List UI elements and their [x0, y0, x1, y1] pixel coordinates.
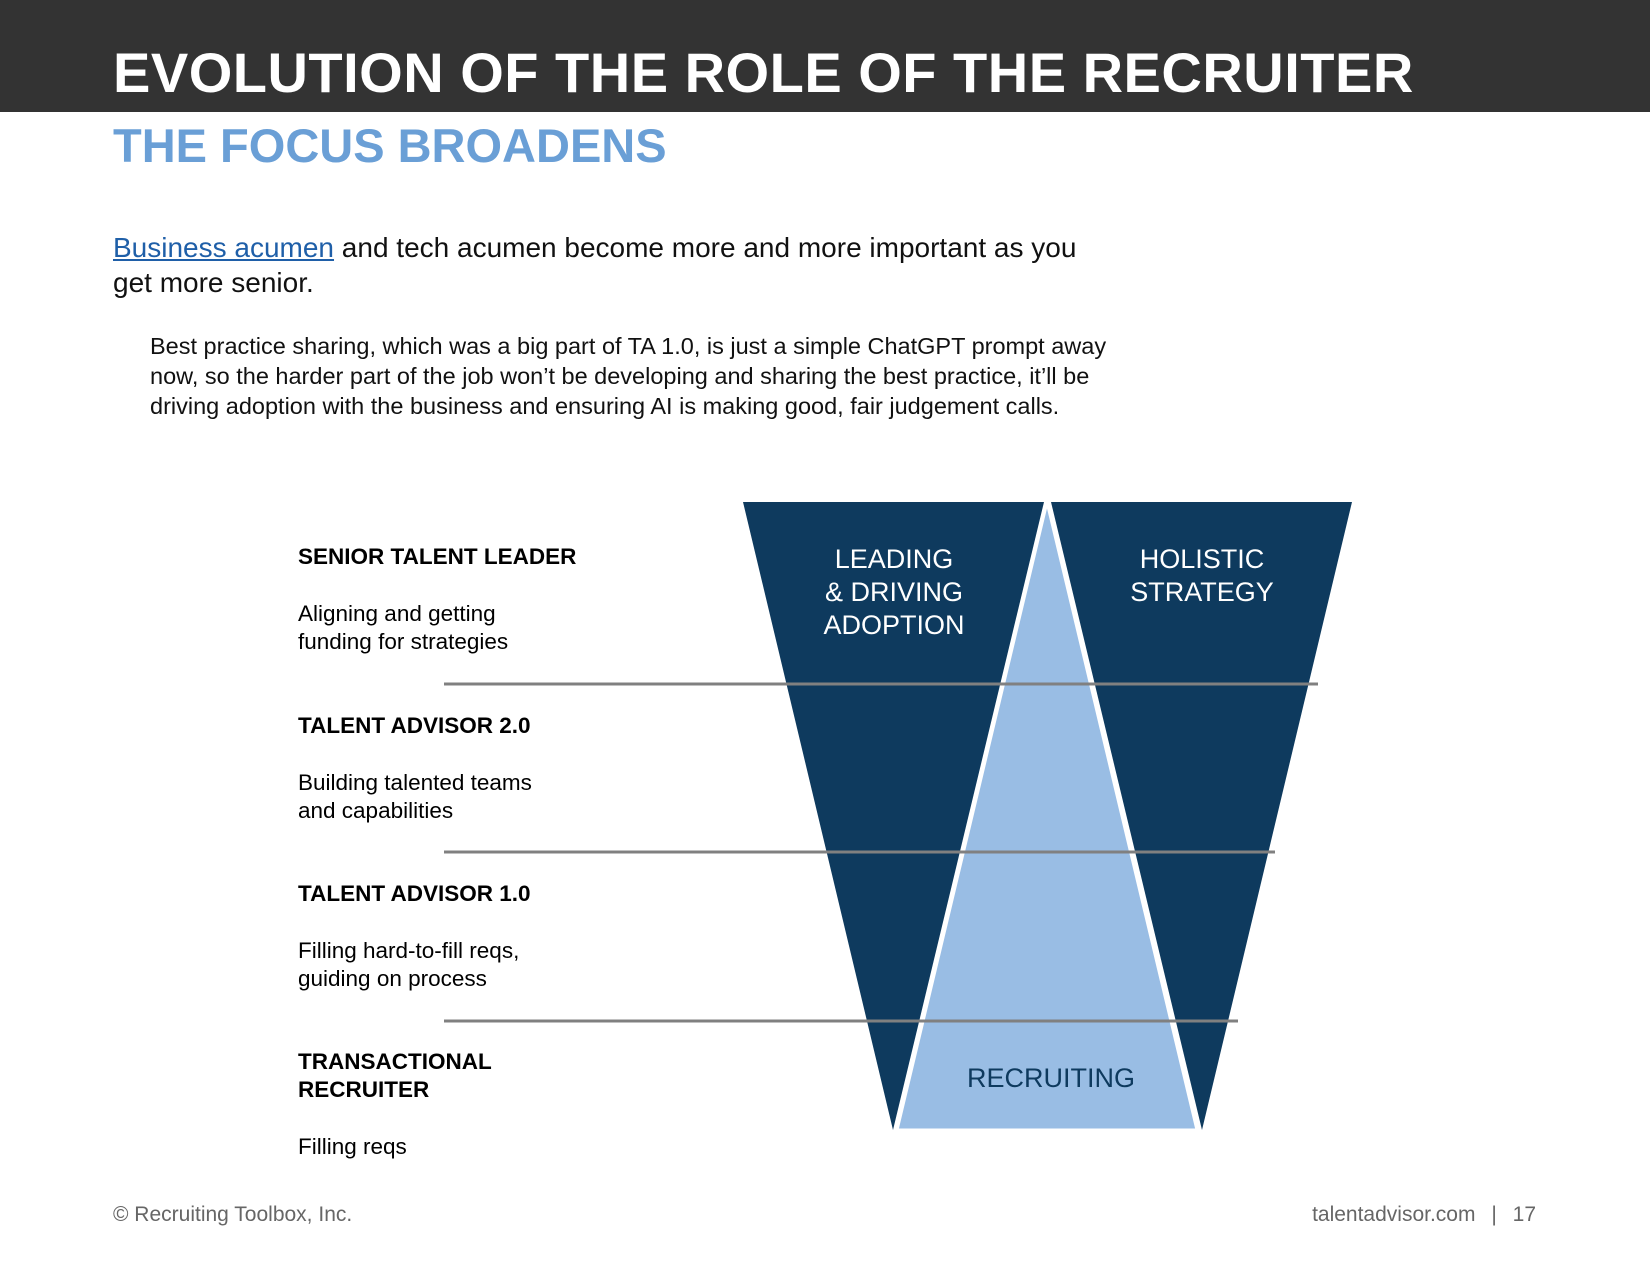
level-talent-advisor-1: TALENT ADVISOR 1.0 Filling hard-to-fill …: [298, 880, 598, 993]
quote-paragraph: Best practice sharing, which was a big p…: [150, 333, 1107, 419]
page-number: 17: [1512, 1203, 1536, 1226]
level-desc: Building talented teams and capabilities: [298, 770, 532, 823]
center-light-triangle: [895, 501, 1199, 1132]
business-acumen-link[interactable]: Business acumen: [113, 232, 335, 263]
left-wedge-label: ADOPTION: [823, 610, 964, 640]
intro-text: and tech acumen become more and more imp…: [113, 232, 1077, 298]
footer-separator: |: [1491, 1203, 1497, 1226]
site-name: talentadvisor.com: [1312, 1203, 1476, 1226]
page-title: EVOLUTION OF THE ROLE OF THE RECRUITER: [113, 41, 1414, 104]
level-title: TRANSACTIONAL RECRUITER: [298, 1049, 492, 1102]
page-subtitle: THE FOCUS BROADENS: [113, 119, 667, 172]
right-wedge-label: STRATEGY: [1130, 577, 1274, 607]
intro-paragraph: Business acumen and tech acumen become m…: [113, 230, 1113, 300]
level-title: TALENT ADVISOR 2.0: [298, 713, 531, 738]
copyright: © Recruiting Toolbox, Inc.: [113, 1203, 353, 1226]
level-desc: Filling reqs: [298, 1134, 407, 1159]
level-desc: Aligning and getting funding for strateg…: [298, 601, 509, 654]
left-wedge-label: LEADING: [835, 544, 954, 574]
right-wedge-label: HOLISTIC: [1140, 544, 1265, 574]
left-dark-wedge: [743, 502, 1044, 1130]
left-wedge-label: & DRIVING: [825, 577, 963, 607]
level-desc: Filling hard-to-fill reqs, guiding on pr…: [298, 938, 520, 991]
level-title: SENIOR TALENT LEADER: [298, 544, 577, 569]
right-dark-wedge: [1051, 502, 1352, 1130]
title-bar: [0, 0, 1650, 112]
level-transactional-recruiter: TRANSACTIONAL RECRUITER Filling reqs: [298, 1048, 598, 1161]
level-senior-talent-leader: SENIOR TALENT LEADER Aligning and gettin…: [298, 543, 598, 656]
level-title: TALENT ADVISOR 1.0: [298, 881, 531, 906]
center-label: RECRUITING: [967, 1063, 1135, 1093]
page-footer-right: talentadvisor.com | 17: [1312, 1203, 1536, 1227]
level-talent-advisor-2: TALENT ADVISOR 2.0 Building talented tea…: [298, 712, 598, 825]
